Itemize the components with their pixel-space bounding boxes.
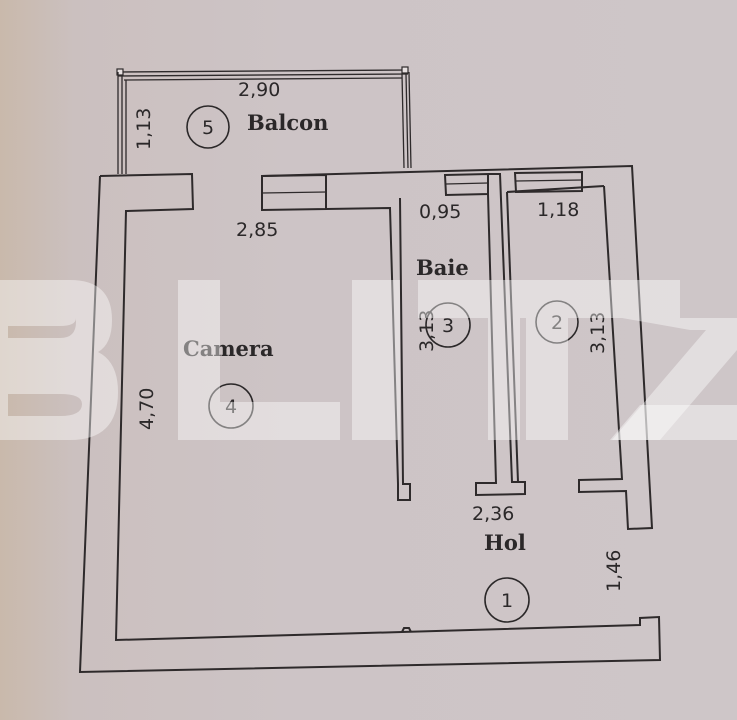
balcony-railing [116, 66, 412, 174]
svg-text:1: 1 [501, 590, 513, 612]
room-label-baie: Baie [416, 255, 469, 280]
svg-text:3: 3 [442, 315, 454, 337]
svg-text:5: 5 [202, 117, 214, 139]
dim-baie-width: 0,95 [419, 201, 461, 223]
svg-text:4: 4 [225, 396, 237, 418]
room-number-1: 1 [484, 577, 530, 623]
outer-walls [78, 164, 662, 674]
dim-hol-width: 2,36 [472, 503, 514, 525]
dim-room2-width: 1,18 [537, 199, 579, 221]
dim-hol-length: 1,46 [603, 550, 625, 592]
dim-balcon-width: 2,90 [238, 79, 280, 101]
watermark-blitz: BLITZ [0, 280, 737, 440]
room-number-3: 3 [425, 302, 471, 348]
dim-camera-length: 4,70 [136, 388, 158, 430]
dim-room2-length: 3,13 [587, 312, 609, 354]
svg-text:2: 2 [551, 312, 563, 334]
room-number-2: 2 [535, 300, 579, 344]
dim-camera-width: 2,85 [236, 219, 278, 241]
room-label-camera: Camera [183, 336, 274, 361]
room-number-5: 5 [186, 105, 230, 149]
dim-balcon-depth: 1,13 [133, 108, 155, 150]
room-label-balcon: Balcon [247, 110, 328, 135]
room-number-4: 4 [208, 383, 254, 429]
room-label-hol: Hol [484, 530, 526, 555]
